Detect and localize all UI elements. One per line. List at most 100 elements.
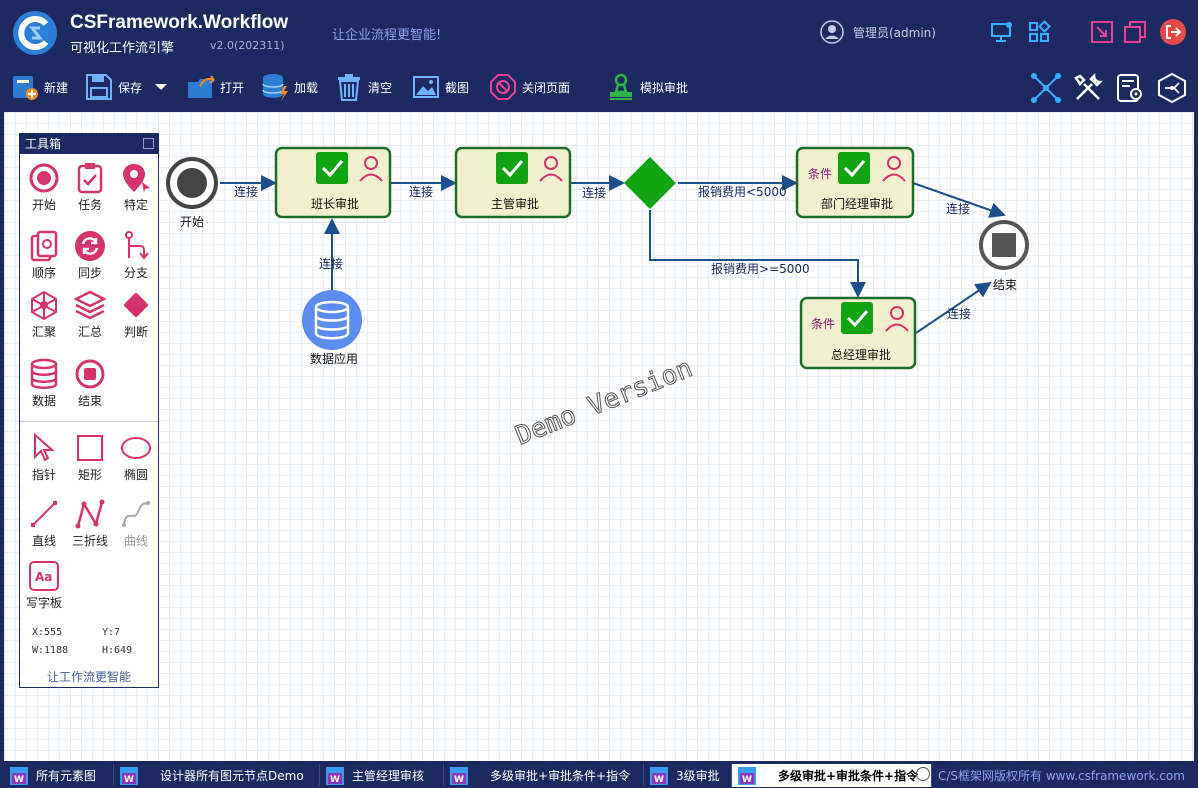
app-name: CSFramework.Workflow bbox=[70, 12, 289, 33]
tab-item-active[interactable]: W 多级审批+审批条件+指令 bbox=[732, 764, 932, 787]
tab-item[interactable]: W 主管经理审核 bbox=[320, 764, 444, 787]
app-header: CSFramework.Workflow 可视化工作流引擎 v2.0(20231… bbox=[0, 0, 1198, 64]
map-pin-icon bbox=[123, 164, 150, 193]
user-name[interactable]: 管理员(admin) bbox=[853, 26, 936, 40]
trash-icon bbox=[338, 74, 360, 101]
stamp-icon bbox=[610, 73, 632, 100]
clear-button[interactable]: 清空 bbox=[334, 70, 392, 104]
link-label: 连接 bbox=[409, 184, 433, 199]
condition-tag: 条件 bbox=[811, 317, 835, 331]
coord-y: Y:7 bbox=[102, 627, 121, 638]
tool-merge[interactable]: 汇聚 bbox=[22, 289, 66, 340]
tool-branch[interactable]: 分支 bbox=[114, 230, 158, 281]
exit-icon[interactable] bbox=[1160, 19, 1186, 45]
open-button[interactable]: 打开 bbox=[186, 70, 244, 104]
user-icon[interactable] bbox=[820, 20, 844, 44]
rectangle-icon bbox=[77, 435, 103, 461]
link-label-expense-lt: 报销费用<5000 bbox=[698, 184, 787, 199]
task-node-general-manager[interactable]: 条件 总经理审批 bbox=[799, 296, 917, 370]
check-icon bbox=[316, 152, 348, 184]
workflow-doc-icon: W bbox=[450, 766, 468, 785]
task-node-dept-manager[interactable]: 条件 部门经理审批 bbox=[795, 146, 915, 219]
data-label: 数据应用 bbox=[310, 351, 358, 366]
tool-textboard[interactable]: Aa 写字板 bbox=[22, 560, 66, 611]
network-hub-icon bbox=[31, 290, 57, 321]
node-label: 班长审批 bbox=[311, 196, 359, 211]
task-node-team-leader[interactable]: 班长审批 bbox=[274, 146, 392, 219]
tools-icon[interactable] bbox=[1072, 72, 1104, 104]
decision-node[interactable] bbox=[624, 157, 676, 209]
screenshot-button[interactable]: 截图 bbox=[411, 70, 469, 104]
link-lines bbox=[220, 175, 1006, 334]
simulate-approval-button[interactable]: 模拟审批 bbox=[606, 70, 688, 104]
svg-text:W: W bbox=[14, 775, 24, 785]
task-node-supervisor[interactable]: 主管审批 bbox=[454, 146, 572, 219]
polyline-icon bbox=[75, 499, 105, 529]
tab-item[interactable]: W 设计器所有图元节点Demo bbox=[114, 764, 320, 787]
restore-icon[interactable] bbox=[1123, 20, 1147, 44]
tool-polyline[interactable]: 三折线 bbox=[68, 498, 112, 549]
sync-icon bbox=[75, 231, 105, 261]
load-button[interactable]: 加载 bbox=[260, 70, 318, 104]
text-aa-icon: Aa bbox=[29, 561, 59, 591]
workflow-doc-icon: W bbox=[10, 766, 28, 785]
workflow-doc-icon: W bbox=[738, 766, 756, 785]
maximize-icon[interactable] bbox=[143, 138, 154, 149]
end-node[interactable]: 结束 bbox=[979, 220, 1029, 292]
tool-end[interactable]: 结束 bbox=[68, 358, 112, 409]
start-node[interactable]: 开始 bbox=[166, 157, 218, 229]
link-label: 连接 bbox=[319, 256, 343, 271]
design-canvas[interactable] bbox=[4, 112, 1194, 761]
save-icon bbox=[86, 74, 112, 100]
close-page-button[interactable]: 关闭页面 bbox=[488, 70, 570, 104]
save-button[interactable]: 保存 bbox=[84, 70, 142, 104]
monitor-settings-icon[interactable] bbox=[990, 20, 1014, 44]
diamond-icon bbox=[124, 293, 148, 317]
tool-start[interactable]: 开始 bbox=[22, 162, 66, 213]
coord-x: X:555 bbox=[32, 627, 63, 638]
hexagon-network-icon[interactable] bbox=[1156, 72, 1188, 104]
svg-text:Aa: Aa bbox=[35, 570, 52, 584]
tab-item[interactable]: W 所有元素图 bbox=[4, 764, 114, 787]
tool-curve[interactable]: 曲线 bbox=[114, 498, 158, 549]
settings-document-icon[interactable] bbox=[1114, 72, 1146, 104]
toolbox-divider bbox=[20, 421, 158, 422]
svg-text:W: W bbox=[330, 775, 340, 785]
tab-item[interactable]: W 3级审批 bbox=[644, 764, 732, 787]
tool-task[interactable]: 任务 bbox=[68, 162, 112, 213]
workflow-doc-icon: W bbox=[650, 766, 668, 785]
stop-circle-icon bbox=[75, 359, 105, 389]
tool-pointer[interactable]: 指针 bbox=[22, 432, 66, 483]
tool-line[interactable]: 直线 bbox=[22, 498, 66, 549]
tool-ellipse[interactable]: 椭圆 bbox=[114, 432, 158, 483]
link-label: 连接 bbox=[946, 201, 970, 216]
toolbox-panel: 工具箱 开始 任务 特定 顺序 同步 分支 汇聚 汇总 判断 bbox=[19, 133, 159, 688]
data-node[interactable]: 数据应用 bbox=[302, 290, 362, 366]
toolbox-title: 工具箱 bbox=[20, 134, 158, 154]
node-label: 部门经理审批 bbox=[821, 196, 893, 211]
new-button[interactable]: 新建 bbox=[10, 70, 68, 104]
slogan: 让企业流程更智能! bbox=[332, 28, 442, 43]
apps-grid-icon[interactable] bbox=[1027, 20, 1051, 44]
tool-sync[interactable]: 同步 bbox=[68, 230, 112, 281]
ellipse-icon bbox=[121, 437, 151, 459]
app-version: v2.0(202311) bbox=[210, 39, 285, 52]
tool-data[interactable]: 数据 bbox=[22, 358, 66, 409]
line-icon bbox=[31, 501, 57, 527]
start-label: 开始 bbox=[180, 215, 204, 229]
tool-rectangle[interactable]: 矩形 bbox=[68, 432, 112, 483]
tool-special[interactable]: 特定 bbox=[114, 162, 158, 213]
tool-decision[interactable]: 判断 bbox=[114, 289, 158, 340]
document-tabs: W 所有元素图 W 设计器所有图元节点Demo W 主管经理审核 W 多级审批+… bbox=[0, 761, 1198, 788]
picture-icon bbox=[413, 76, 439, 98]
tool-summary[interactable]: 汇总 bbox=[68, 289, 112, 340]
database-icon bbox=[30, 358, 58, 389]
tool-sequence[interactable]: 顺序 bbox=[22, 230, 66, 281]
minimize-icon[interactable] bbox=[1090, 20, 1114, 44]
new-file-icon bbox=[13, 76, 38, 100]
save-dropdown-icon[interactable] bbox=[154, 82, 168, 92]
workflow-network-icon[interactable] bbox=[1030, 72, 1062, 104]
pointer-icon bbox=[34, 432, 55, 462]
tab-close-icon[interactable] bbox=[916, 767, 930, 781]
tab-item[interactable]: W 多级审批+审批条件+指令 bbox=[444, 764, 644, 787]
